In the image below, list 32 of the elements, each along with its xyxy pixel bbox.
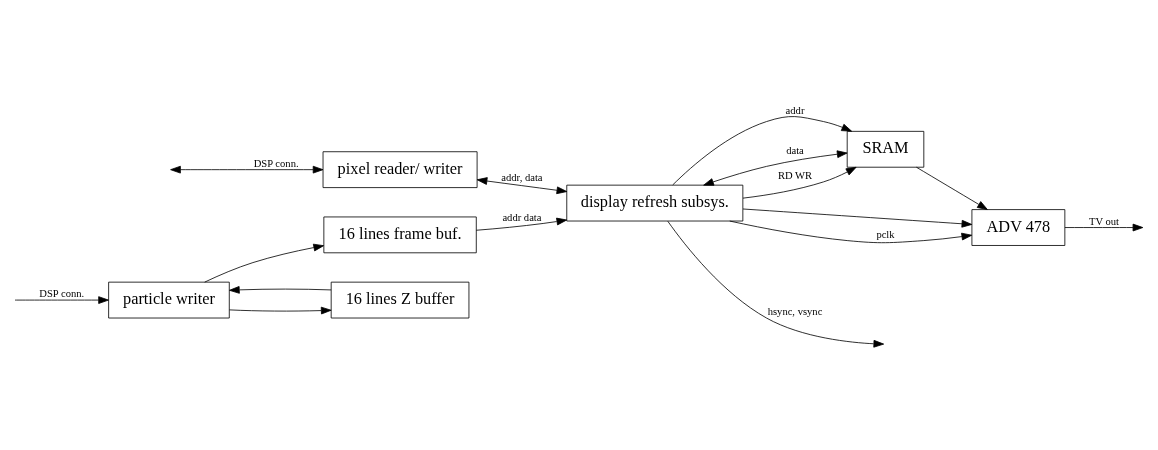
edge-label: DSP conn. <box>39 287 85 299</box>
arrow <box>742 208 973 228</box>
node-box: 16 lines Z buffer <box>330 281 470 318</box>
arrow <box>14 295 109 304</box>
node-box: particle writer <box>108 281 230 318</box>
edge-label: addr, data <box>501 171 543 183</box>
arrow <box>729 220 973 243</box>
edge-label: pclk <box>876 228 895 240</box>
edge-label: addr data <box>502 211 542 223</box>
arrow <box>475 217 568 231</box>
arrow <box>703 149 848 186</box>
arrow <box>204 243 324 283</box>
arrow <box>672 115 853 185</box>
edge-label: addr <box>785 104 805 116</box>
edge-label: DSP conn. <box>253 157 299 169</box>
arrow <box>742 166 857 199</box>
arrow <box>476 176 568 194</box>
edge-label: TV out <box>1088 215 1120 227</box>
edge-label: RD WR <box>777 169 813 181</box>
arrow <box>170 165 324 173</box>
node-box: pixel reader/ writer <box>322 150 478 188</box>
arrow <box>667 220 885 348</box>
node-box: display refresh subsys. <box>566 184 744 221</box>
arrow <box>229 285 332 294</box>
edge-label: hsync, vsync <box>767 305 823 317</box>
node-box: 16 lines frame buf. <box>323 216 477 253</box>
arrow <box>229 306 332 314</box>
arrow <box>1064 223 1144 231</box>
node-box: SRAM <box>846 130 925 168</box>
arrow <box>916 166 988 210</box>
node-box: ADV 478 <box>971 208 1066 246</box>
edge-label: data <box>786 144 804 156</box>
